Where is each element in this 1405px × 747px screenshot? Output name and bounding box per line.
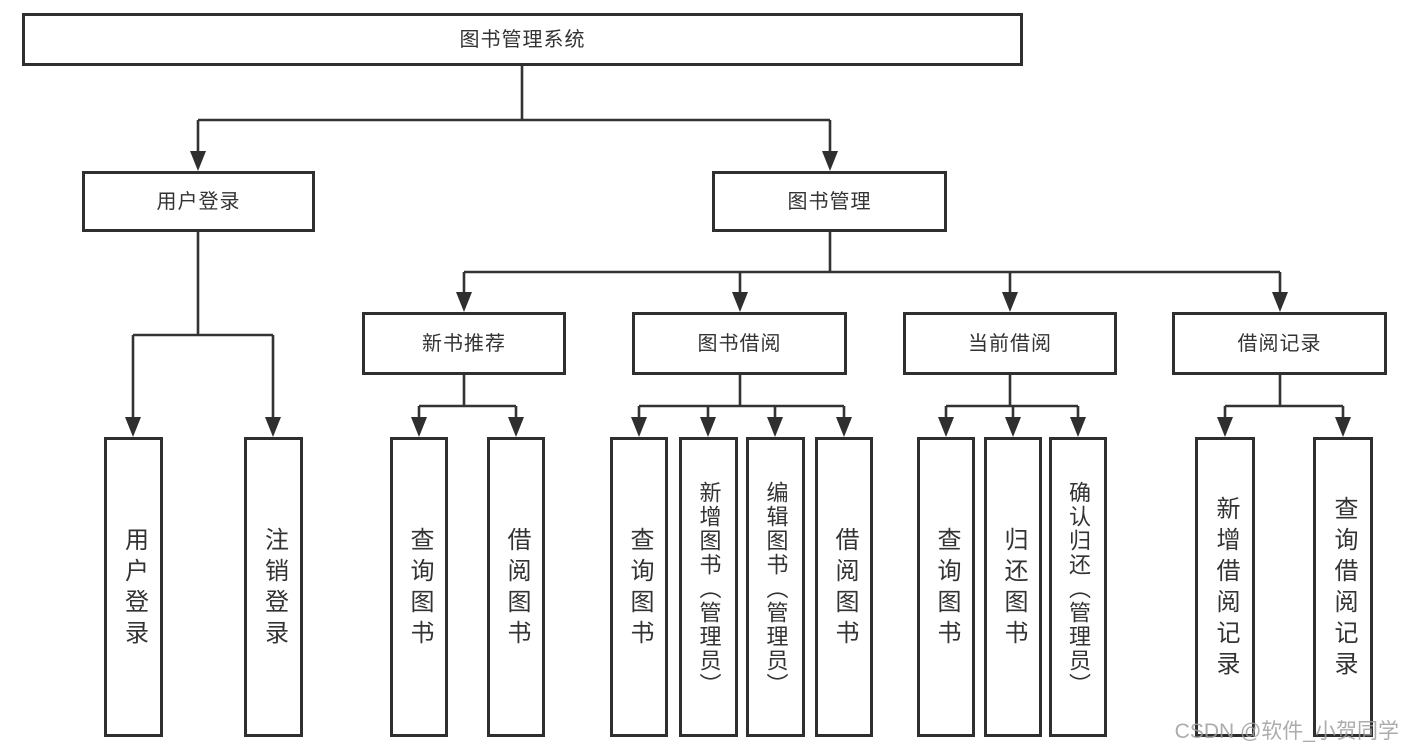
- node-root-system: 图书管理系统: [22, 13, 1023, 66]
- leaf-edit-book-admin: 编辑图书（管理员）: [746, 437, 805, 737]
- leaf-confirm-return-admin: 确认归还（管理员）: [1049, 437, 1107, 737]
- arrow-icon: [265, 417, 281, 437]
- leaf-logout: 注销登录: [244, 437, 303, 737]
- arrow-icon: [836, 417, 852, 437]
- arrow-icon: [508, 417, 524, 437]
- leaf-return-books: 归还图书: [984, 437, 1042, 737]
- arrow-icon: [1335, 417, 1351, 437]
- arrow-icon: [125, 417, 141, 437]
- csdn-watermark: CSDN @软件_小贺同学: [1174, 720, 1399, 743]
- node-book-management: 图书管理: [712, 171, 947, 232]
- leaf-borrow-books-recommend: 借阅图书: [487, 437, 545, 737]
- arrow-icon: [1217, 417, 1233, 437]
- leaf-add-borrow-record: 新增借阅记录: [1195, 437, 1255, 737]
- node-new-book-recommend: 新书推荐: [362, 312, 566, 375]
- arrow-icon: [1272, 292, 1288, 312]
- arrow-icon: [1005, 417, 1021, 437]
- arrow-icon: [938, 417, 954, 437]
- leaf-user-login: 用户登录: [104, 437, 163, 737]
- node-borrow-records: 借阅记录: [1172, 312, 1387, 375]
- leaf-query-borrow-record: 查询借阅记录: [1313, 437, 1373, 737]
- leaf-add-book-admin: 新增图书（管理员）: [679, 437, 738, 737]
- arrow-icon: [732, 292, 748, 312]
- arrow-icon: [456, 292, 472, 312]
- node-current-borrow: 当前借阅: [903, 312, 1117, 375]
- leaf-query-books-current: 查询图书: [917, 437, 975, 737]
- node-user-login: 用户登录: [82, 171, 315, 232]
- arrow-icon: [190, 151, 206, 171]
- arrow-icon: [822, 151, 838, 171]
- leaf-query-books-borrow: 查询图书: [610, 437, 668, 737]
- arrow-icon: [631, 417, 647, 437]
- leaf-borrow-books: 借阅图书: [815, 437, 873, 737]
- arrow-icon: [411, 417, 427, 437]
- node-book-borrow: 图书借阅: [632, 312, 847, 375]
- arrow-icon: [767, 417, 783, 437]
- arrow-icon: [1070, 417, 1086, 437]
- leaf-query-books-recommend: 查询图书: [390, 437, 448, 737]
- arrow-icon: [700, 417, 716, 437]
- arrow-icon: [1002, 292, 1018, 312]
